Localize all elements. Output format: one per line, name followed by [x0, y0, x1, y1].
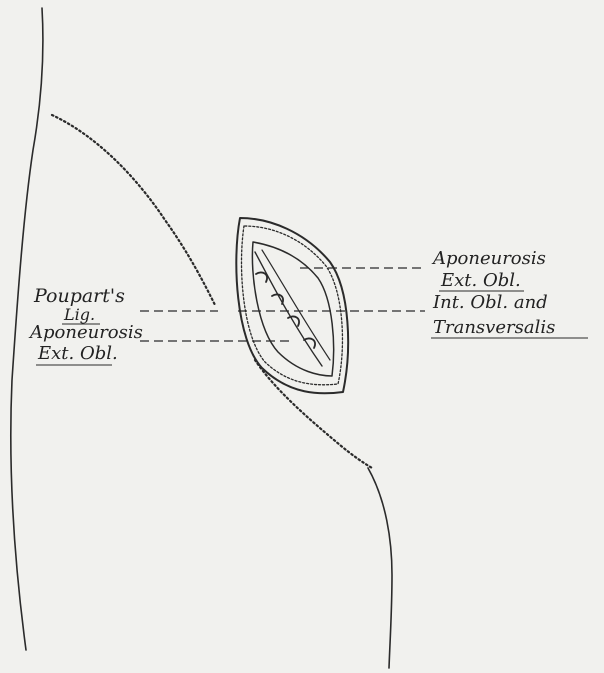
sutures — [256, 272, 315, 348]
suture-1 — [256, 272, 267, 282]
label-aponeurosis-right: Aponeurosis — [431, 248, 546, 269]
label-ext-obl-left: Ext. Obl. — [37, 343, 118, 364]
body-contour-right — [368, 468, 392, 668]
suture-2 — [272, 294, 283, 304]
label-transversalis: Transversalis — [433, 317, 555, 338]
label-pouparts: Poupart's — [33, 285, 125, 307]
label-int-obl: Int. Obl. and — [432, 292, 548, 313]
label-aponeurosis-left: Aponeurosis — [28, 322, 143, 343]
incision-inner — [252, 242, 333, 376]
label-ext-obl-right: Ext. Obl. — [440, 270, 521, 291]
pouparts-ligament-line — [52, 115, 215, 305]
suture-line — [255, 252, 322, 366]
